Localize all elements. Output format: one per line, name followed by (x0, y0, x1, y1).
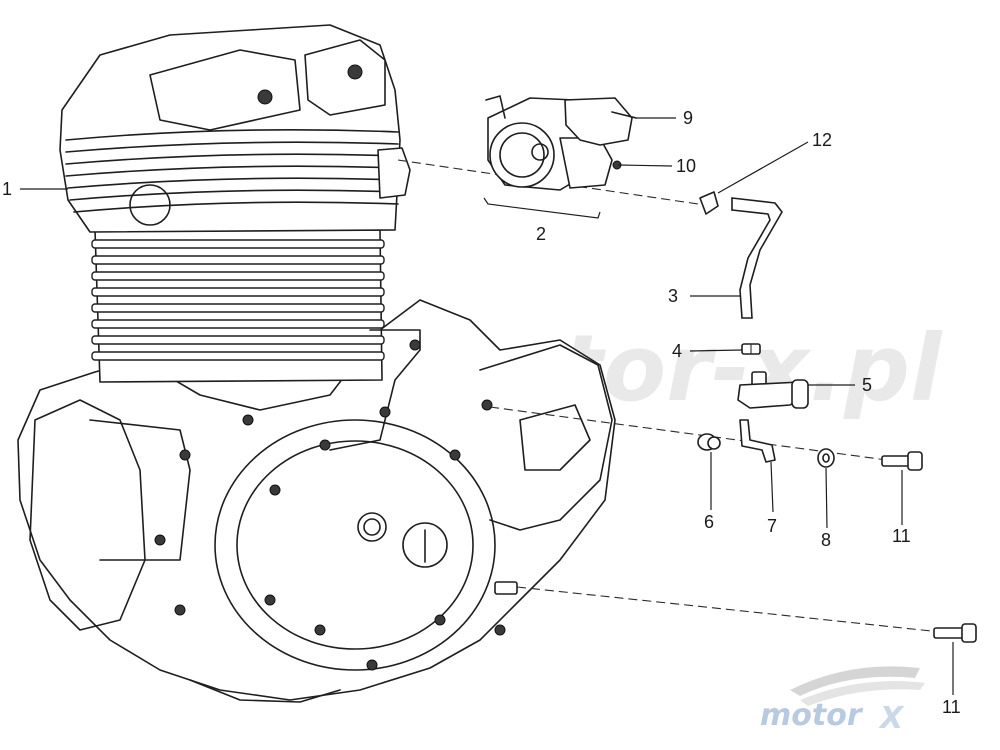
callout-9: 9 (683, 108, 693, 128)
bolt-part-11-lower (933, 623, 977, 643)
vacuum-hose (731, 197, 783, 319)
callout-5: 5 (862, 375, 872, 395)
callout-7: 7 (767, 516, 777, 536)
collar-part-6 (697, 433, 721, 451)
map-sensor (737, 371, 809, 409)
bracket-part-7 (739, 419, 776, 463)
callout-11-upper: 11 (892, 526, 911, 546)
callout-10: 10 (676, 156, 696, 176)
engine-assembly (17, 24, 616, 703)
throttle-body (485, 95, 613, 191)
motorx-logo: motor X (760, 666, 925, 736)
logo-letter: X (878, 701, 905, 736)
logo-text: motor (760, 698, 864, 733)
callout-3: 3 (668, 286, 678, 306)
callout-12: 12 (812, 130, 832, 150)
cylinder-fins (91, 239, 385, 361)
head-fins (65, 128, 399, 213)
callout-1: 1 (2, 179, 12, 199)
bolt-part-11-upper (881, 451, 923, 471)
callout-6: 6 (704, 512, 714, 532)
washer-part-8 (817, 448, 835, 468)
callout-8: 8 (821, 530, 831, 550)
small-clip (741, 343, 761, 355)
callout-11-lower: 11 (942, 697, 961, 717)
callout-2: 2 (536, 224, 546, 244)
hose-clip (699, 191, 719, 215)
throttle-sensor (564, 97, 637, 146)
callout-4: 4 (672, 341, 682, 361)
